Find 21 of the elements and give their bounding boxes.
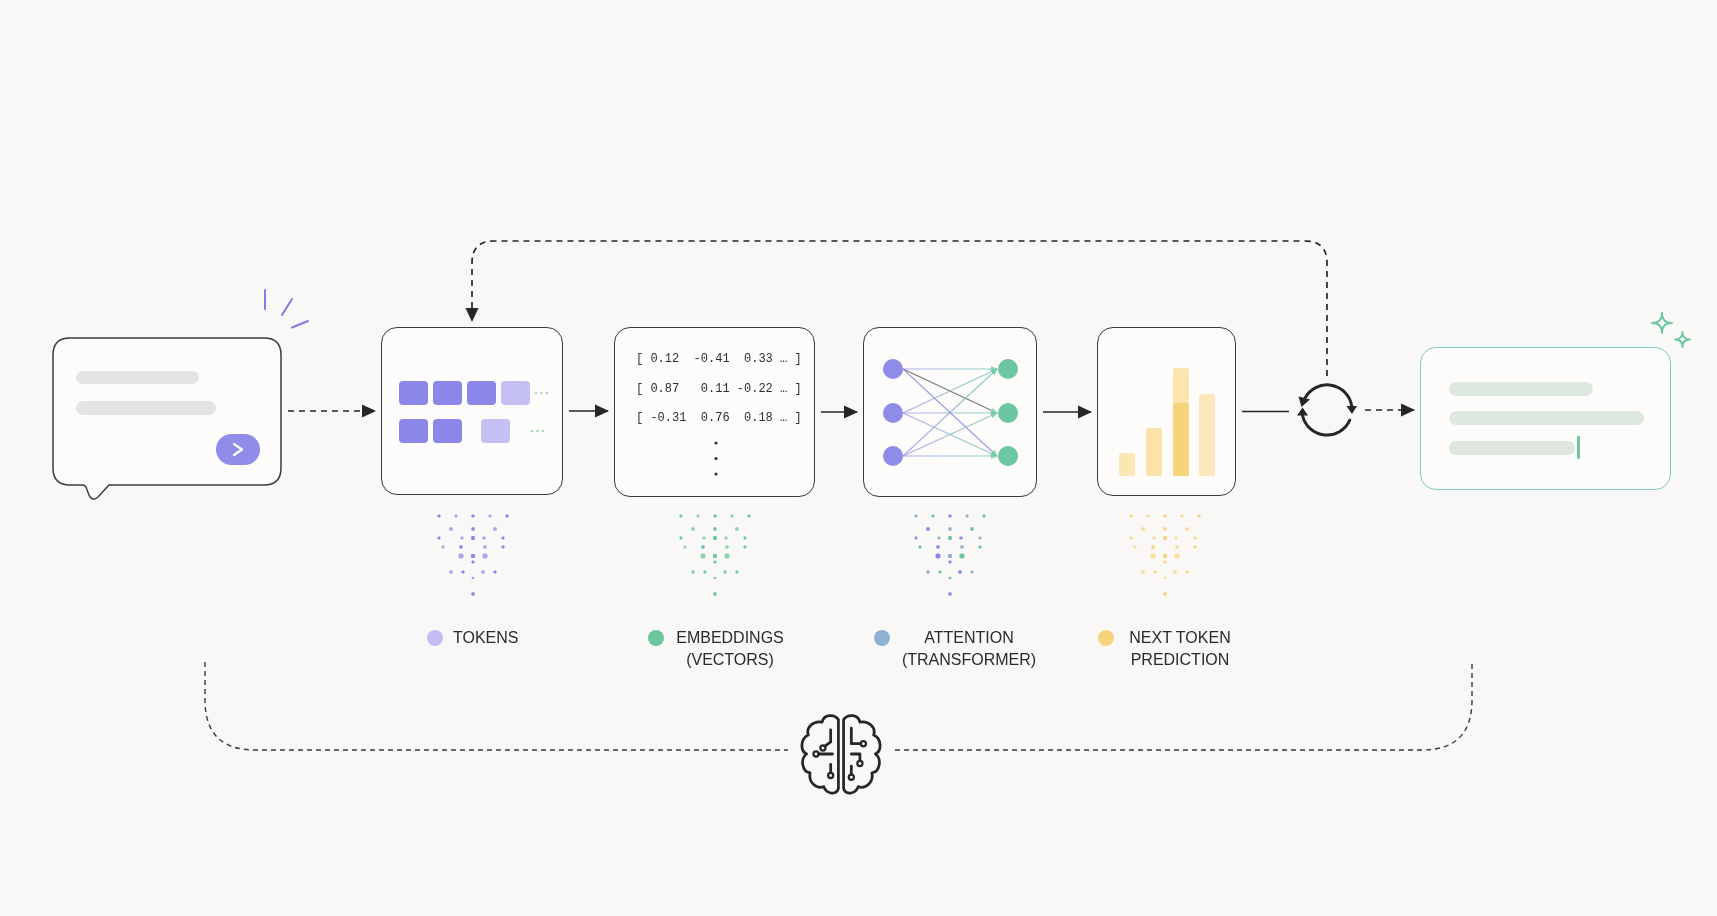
vector-row-text: [ 0.12 -0.41 0.33 … ] xyxy=(636,351,802,368)
connector-line xyxy=(1241,410,1290,413)
arrow xyxy=(820,405,858,419)
vector-row-text: [ -0.31 0.76 0.18 … ] xyxy=(636,410,802,427)
output-card xyxy=(1420,347,1671,490)
legend-label: TOKENS xyxy=(453,628,519,648)
vectors-card xyxy=(614,327,815,497)
dashed-arrow xyxy=(1364,403,1415,417)
legend-label: NEXT TOKEN PREDICTION xyxy=(1128,628,1232,670)
refresh-icon xyxy=(1295,382,1359,438)
arrow xyxy=(568,404,609,418)
legend-label: ATTENTION (TRANSFORMER) xyxy=(900,628,1038,670)
speech-bubble xyxy=(52,337,282,501)
legend-label: EMBEDDINGS (VECTORS) xyxy=(675,628,785,670)
dashed-arrow xyxy=(287,404,376,418)
tokens-card xyxy=(381,327,563,495)
dashed-arrow xyxy=(465,240,1328,377)
arrow xyxy=(1042,405,1092,419)
network-card xyxy=(863,327,1037,497)
chart-card xyxy=(1097,327,1236,496)
vector-row-text: [ 0.87 0.11 -0.22 … ] xyxy=(636,380,802,398)
